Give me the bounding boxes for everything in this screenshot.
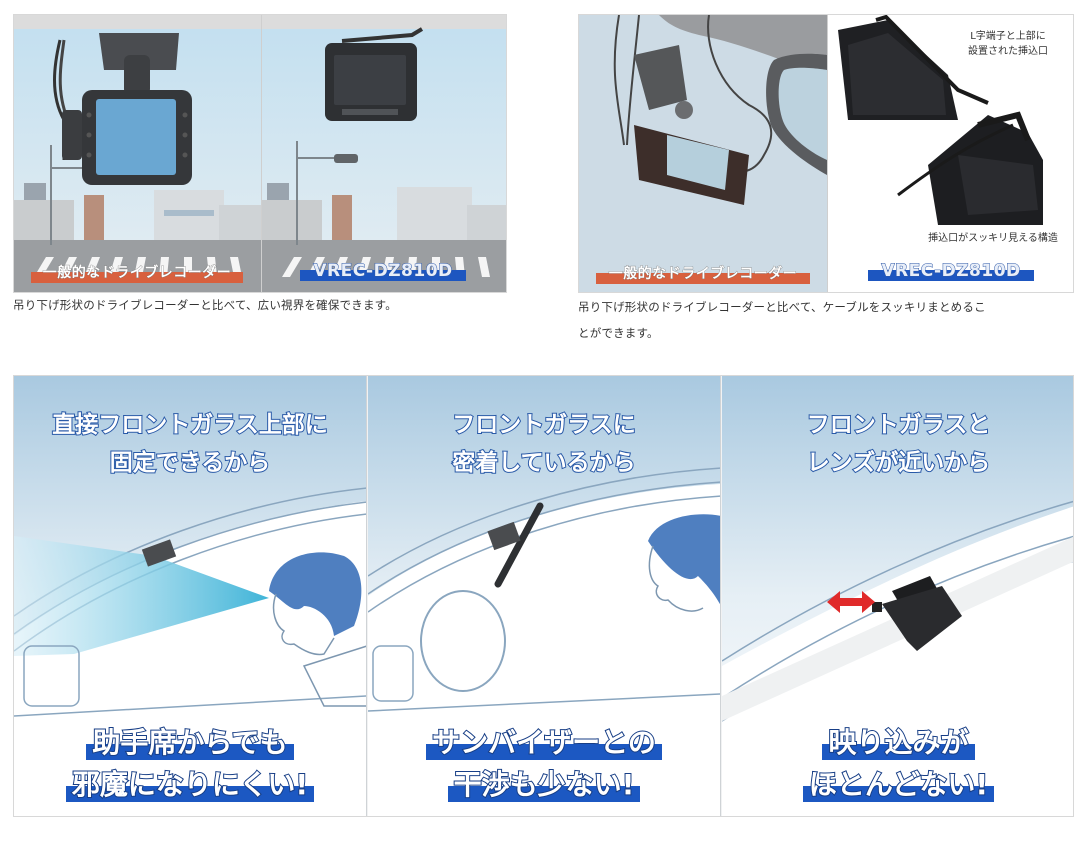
generic-recorder-label: 一般的なドライブレコーダー [31, 263, 243, 283]
vrec-camera-icon [872, 576, 962, 651]
vrec-side-view-icon [897, 111, 1043, 225]
rearview-mirror-icon [766, 53, 827, 175]
steering-wheel [420, 590, 506, 692]
generic-recorder-scene: 一般的なドライブレコーダー [14, 15, 261, 292]
vrec-recorder-scene: VREC-DZ810D [262, 15, 506, 292]
feature-headline: フロントガラスと レンズが近いから [806, 411, 992, 477]
vrec-connector-illustration [838, 15, 1043, 225]
panel-divider [827, 15, 828, 292]
vrec-cable-scene: L字端子と上部に 設置された挿込口 挿込口がスッキリ見える構造 VREC-DZ8… [828, 15, 1073, 292]
feature-callout: 助手席からでも 邪魔になりにくい! [14, 724, 366, 808]
cable-comparison-caption: 吊り下げ形状のドライブレコーダーと比べて、ケーブルをスッキリまとめるこ とができ… [578, 300, 986, 340]
distance-arrow-icon [827, 591, 875, 613]
feature-card-mount: 直接フロントガラス上部に 固定できるから 助手席からでも 邪魔になりにくい! [14, 376, 367, 816]
comparison-panel-cable: 一般的なドライブレコーダー L字端子と上部に 設置された挿込口 挿込口がスッキリ… [578, 14, 1074, 293]
street-scene-illustration [262, 15, 506, 292]
connector-note: L字端子と上部に 設置された挿込口 [968, 31, 1048, 57]
camera-icon [487, 521, 521, 551]
feature-card-windshield: フロントガラスに 密着しているから サンバイザーとの 干渉も少ない! [368, 376, 721, 816]
generic-recorder-label: 一般的なドライブレコーダー [596, 264, 810, 284]
windshield-closeup-illustration [722, 376, 1073, 816]
traffic-light-icon [334, 154, 358, 163]
feature-card-lens: フロントガラスと レンズが近いから 映り込みが ほとんどない! [722, 376, 1073, 816]
feature-panel: 直接フロントガラス上部に 固定できるから 助手席からでも 邪魔になりにくい! [13, 375, 1074, 817]
sun-visor-icon [494, 502, 544, 588]
side-mirror [23, 645, 80, 707]
panel-divider [261, 15, 262, 292]
vrec-top-view-icon [838, 15, 989, 120]
generic-recorder-cable-scene: 一般的なドライブレコーダー [579, 15, 827, 292]
person-icon [648, 514, 720, 612]
vrec-model-label: VREC-DZ810D [300, 261, 466, 282]
comparison-panel-view: 一般的なドライブレコーダー [13, 14, 507, 293]
mirror-mount-illustration [579, 15, 827, 292]
feature-callout: 映り込みが ほとんどない! [722, 724, 1073, 808]
camera-view-beam [14, 536, 269, 656]
view-comparison-caption: 吊り下げ形状のドライブレコーダーと比べて、広い視界を確保できます。 [13, 298, 397, 312]
car-interior-illustration [14, 376, 366, 816]
feature-headline: フロントガラスに 密着しているから [451, 411, 637, 477]
person-icon [269, 552, 366, 707]
feature-callout: サンバイザーとの 干渉も少ない! [368, 724, 720, 808]
camera-icon [141, 539, 177, 567]
vrec-recorder-icon [325, 27, 424, 121]
structure-note: 挿込口がスッキリ見える構造 [928, 233, 1058, 244]
feature-headline: 直接フロントガラス上部に 固定できるから [51, 411, 329, 477]
side-mirror [372, 645, 414, 702]
generic-recorder-icon [53, 33, 192, 185]
generic-recorder-icon [634, 45, 749, 205]
street-scene-illustration [14, 15, 261, 292]
vrec-model-label: VREC-DZ810D [868, 261, 1034, 282]
car-interior-illustration [368, 376, 720, 816]
